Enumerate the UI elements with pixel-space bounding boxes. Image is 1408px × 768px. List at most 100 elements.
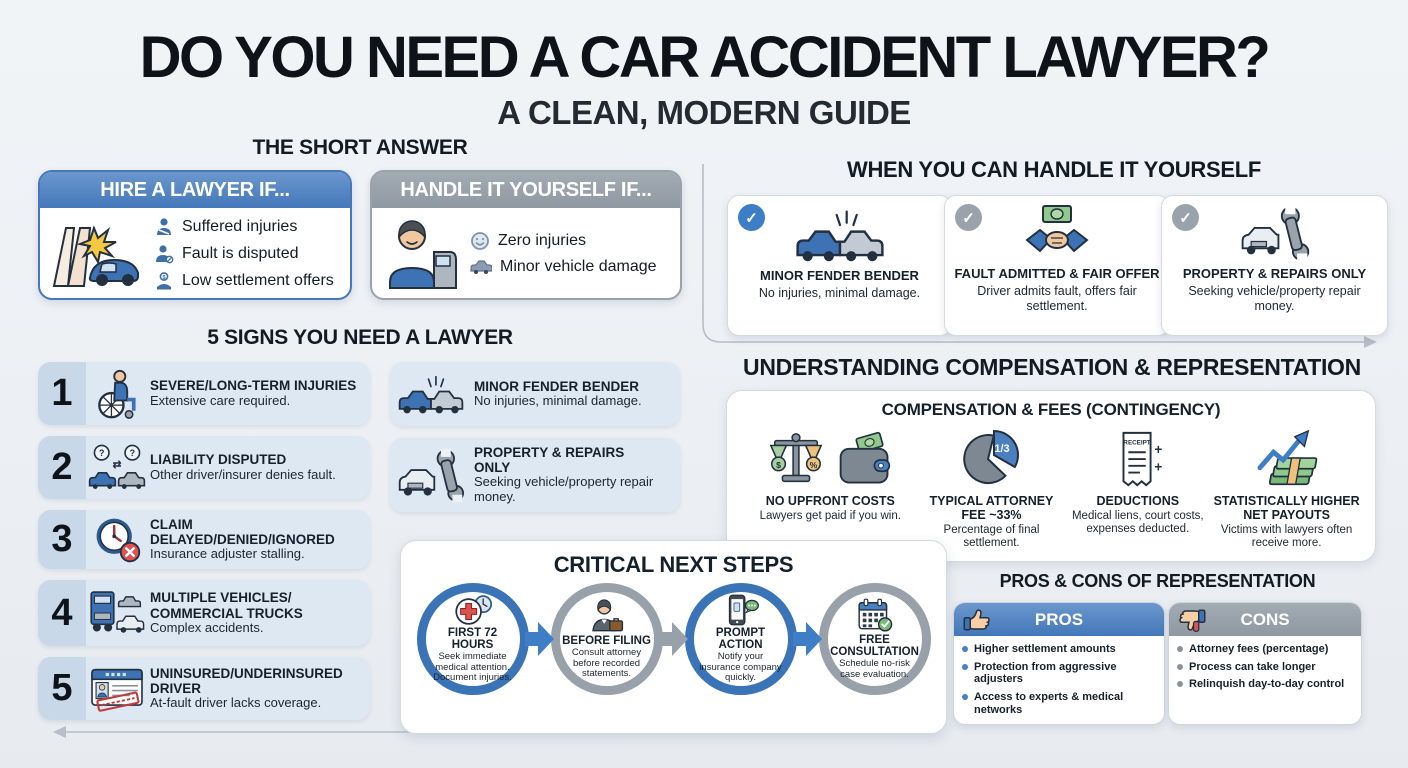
- right-arrowhead-icon: [1364, 336, 1377, 348]
- next-steps-heading: CRITICAL NEXT STEPS: [553, 552, 794, 577]
- feature-deductions: RECEIPT + + DEDUCTIONS Medical liens, co…: [1063, 426, 1212, 550]
- license-card-icon: [91, 668, 143, 712]
- section-flow-arrow-line: [702, 164, 1364, 343]
- pie-chart-icon: 1/3: [963, 429, 1020, 485]
- sign-desc: Other driver/insurer denies fault.: [150, 466, 336, 482]
- step-title: PROMPT ACTION: [715, 627, 766, 652]
- compensation-panel: COMPENSATION & FEES (CONTINGENCY) $ %: [726, 390, 1376, 562]
- step-title: FIRST 72 HOURS: [447, 627, 498, 652]
- diy-card-title: FAULT ADMITTED & FAIR OFFER: [954, 266, 1160, 281]
- sign-row: 5 UNINSURED/UNDERINSURED DRIVER At-fault…: [38, 657, 370, 720]
- diy-card-title: PROPERTY & REPAIRS ONLY: [1182, 266, 1367, 281]
- small-car-icon: [470, 259, 492, 274]
- feature-title: DEDUCTIONS: [1096, 494, 1180, 508]
- sign-title: UNINSURED/UNDERINSURED DRIVER: [150, 665, 343, 697]
- sign-title: CLAIM DELAYED/DENIED/IGNORED: [150, 516, 335, 548]
- bullet-dot-icon: [962, 646, 968, 652]
- hire-item-label: Low settlement offers: [182, 272, 334, 289]
- step-title: BEFORE FILING: [562, 635, 651, 648]
- wallet-icon: [839, 431, 891, 484]
- car-wrench-icon: [1241, 205, 1309, 262]
- cons-item: Relinquish day-to-day control: [1177, 678, 1353, 691]
- pie-fraction-label: 1/3: [995, 443, 1010, 455]
- svg-text:⇄: ⇄: [113, 460, 122, 471]
- sign-row: 4 MULTIPLE VEHICLES/ COMMERCIAL TRUCKS C…: [38, 580, 370, 646]
- thumbs-down-icon: [1179, 609, 1206, 632]
- cons-card-header: CONS: [1169, 603, 1361, 636]
- sign-title: MULTIPLE VEHICLES/ COMMERCIAL TRUCKS: [150, 590, 303, 621]
- diy-item: Zero injuries: [470, 231, 657, 251]
- feature-title: NO UPFRONT COSTS: [765, 494, 895, 508]
- diy-card-desc: Driver admits fault, offers fair settlem…: [977, 284, 1137, 313]
- checkmark-circle-icon: ✓: [955, 204, 982, 231]
- pros-card-header: PROS: [954, 603, 1164, 636]
- pros-cons-heading: PROS & CONS OF REPRESENTATION: [999, 571, 1316, 591]
- sign-number: 4: [38, 580, 86, 646]
- medical-cross-clock-icon: [454, 595, 492, 625]
- diy-section-heading: WHEN YOU CAN HANDLE IT YOURSELF: [846, 157, 1262, 182]
- fault-person-icon: [156, 245, 174, 264]
- attorney-briefcase-icon: [591, 599, 623, 632]
- diy-card-property-repairs: ✓ PROPERTY & REPAIRS ONLY Seeking vehicl…: [1161, 195, 1388, 336]
- feature-desc: Lawyers get paid if you win.: [759, 510, 901, 522]
- pros-item: Access to experts & medical networks: [962, 691, 1156, 716]
- step-title: FREE CONSULTATION: [830, 634, 919, 659]
- settlement-hand-icon: $: [157, 272, 171, 290]
- signs-side-list: MINOR FENDER BENDER No injuries, minimal…: [390, 362, 680, 512]
- injured-person-icon: [157, 218, 171, 235]
- side-desc: No injuries, minimal damage.: [474, 393, 642, 409]
- pros-item-label: Higher settlement amounts: [974, 643, 1116, 655]
- step-prompt-action: PROMPT ACTION Notify your insurance comp…: [684, 583, 797, 695]
- step-desc: Notify your insurance company quickly.: [699, 651, 782, 684]
- pros-item-label: Protection from aggressive adjusters: [974, 660, 1117, 686]
- signs-list: 1 SEVERE/LONG-TERM INJURIES Extensive ca…: [38, 362, 370, 720]
- page-subtitle: A CLEAN, MODERN GUIDE: [497, 94, 911, 131]
- wheelchair-icon: [98, 369, 136, 419]
- truck-icon: [90, 591, 145, 633]
- diy-card-header: HANDLE IT YOURSELF IF...: [372, 172, 680, 208]
- feature-attorney-fee: 1/3 TYPICAL ATTORNEY FEE ~33% Percentage…: [920, 426, 1064, 550]
- hire-card-header: HIRE A LAWYER IF...: [40, 172, 350, 208]
- hire-item-label: Suffered injuries: [182, 218, 298, 235]
- side-title: PROPERTY & REPAIRS ONLY: [474, 444, 625, 476]
- bullet-dot-icon: [1177, 663, 1183, 670]
- fender-bender-icon: [795, 210, 884, 262]
- pros-item: Protection from aggressive adjusters: [962, 661, 1156, 686]
- disputed-cars-icon: ? ? ⇄: [88, 444, 146, 489]
- diy-card-fender-bender: ✓ MINOR FENDER BENDER No injuries, minim…: [727, 195, 952, 336]
- page-title: DO YOU NEED A CAR ACCIDENT LAWYER?: [139, 25, 1271, 90]
- cons-item-label: Process can take longer: [1189, 660, 1316, 673]
- compensation-heading: UNDERSTANDING COMPENSATION & REPRESENTAT…: [743, 354, 1361, 380]
- pros-item-label: Access to experts & medical networks: [974, 690, 1124, 716]
- hire-item: Suffered injuries: [154, 217, 334, 237]
- checkmark-circle-icon: ✓: [1172, 204, 1199, 231]
- scales-icon: $ %: [769, 433, 823, 483]
- sign-title: SEVERE/LONG-TERM INJURIES: [150, 378, 357, 394]
- step-desc: Seek immediate medical attention. Docume…: [433, 651, 512, 684]
- checkmark-circle-icon: ✓: [738, 204, 765, 231]
- handshake-money-icon: [1025, 205, 1089, 253]
- cons-item: Attorney fees (percentage): [1177, 643, 1353, 656]
- diy-card-fair-offer: ✓ FAULT ADMITTED & FAIR OFFER Driver adm…: [944, 195, 1170, 336]
- bullet-dot-icon: [1177, 681, 1183, 688]
- cons-item-label: Relinquish day-to-day control: [1189, 678, 1345, 691]
- svg-text:+: +: [1154, 460, 1162, 475]
- signs-heading: 5 SIGNS YOU NEED A LAWYER: [207, 326, 513, 349]
- feature-title: STATISTICALLY HIGHER NET PAYOUTS: [1213, 494, 1360, 522]
- svg-text:%: %: [810, 460, 818, 470]
- cons-item: Process can take longer: [1177, 661, 1353, 674]
- side-desc: Seeking vehicle/property repair money.: [474, 474, 654, 505]
- cons-header-label: CONS: [1240, 609, 1290, 629]
- sign-desc: Insurance adjuster stalling.: [150, 546, 305, 562]
- sign-row: 3 CLAIM DELAYED/DENIED/IGNORED Insurance…: [38, 510, 370, 569]
- feature-desc: Medical liens, court costs, expenses ded…: [1071, 510, 1204, 536]
- sign-number: 1: [38, 362, 86, 425]
- pros-header-label: PROS: [1034, 609, 1084, 629]
- svg-text:$: $: [162, 275, 165, 281]
- smiley-icon: [471, 231, 489, 250]
- cons-card: CONS Attorney fees (percentage) Process …: [1168, 602, 1362, 725]
- flow-arrow-icon: [658, 622, 688, 656]
- svg-text:?: ?: [99, 447, 104, 457]
- bullet-dot-icon: [1177, 646, 1183, 652]
